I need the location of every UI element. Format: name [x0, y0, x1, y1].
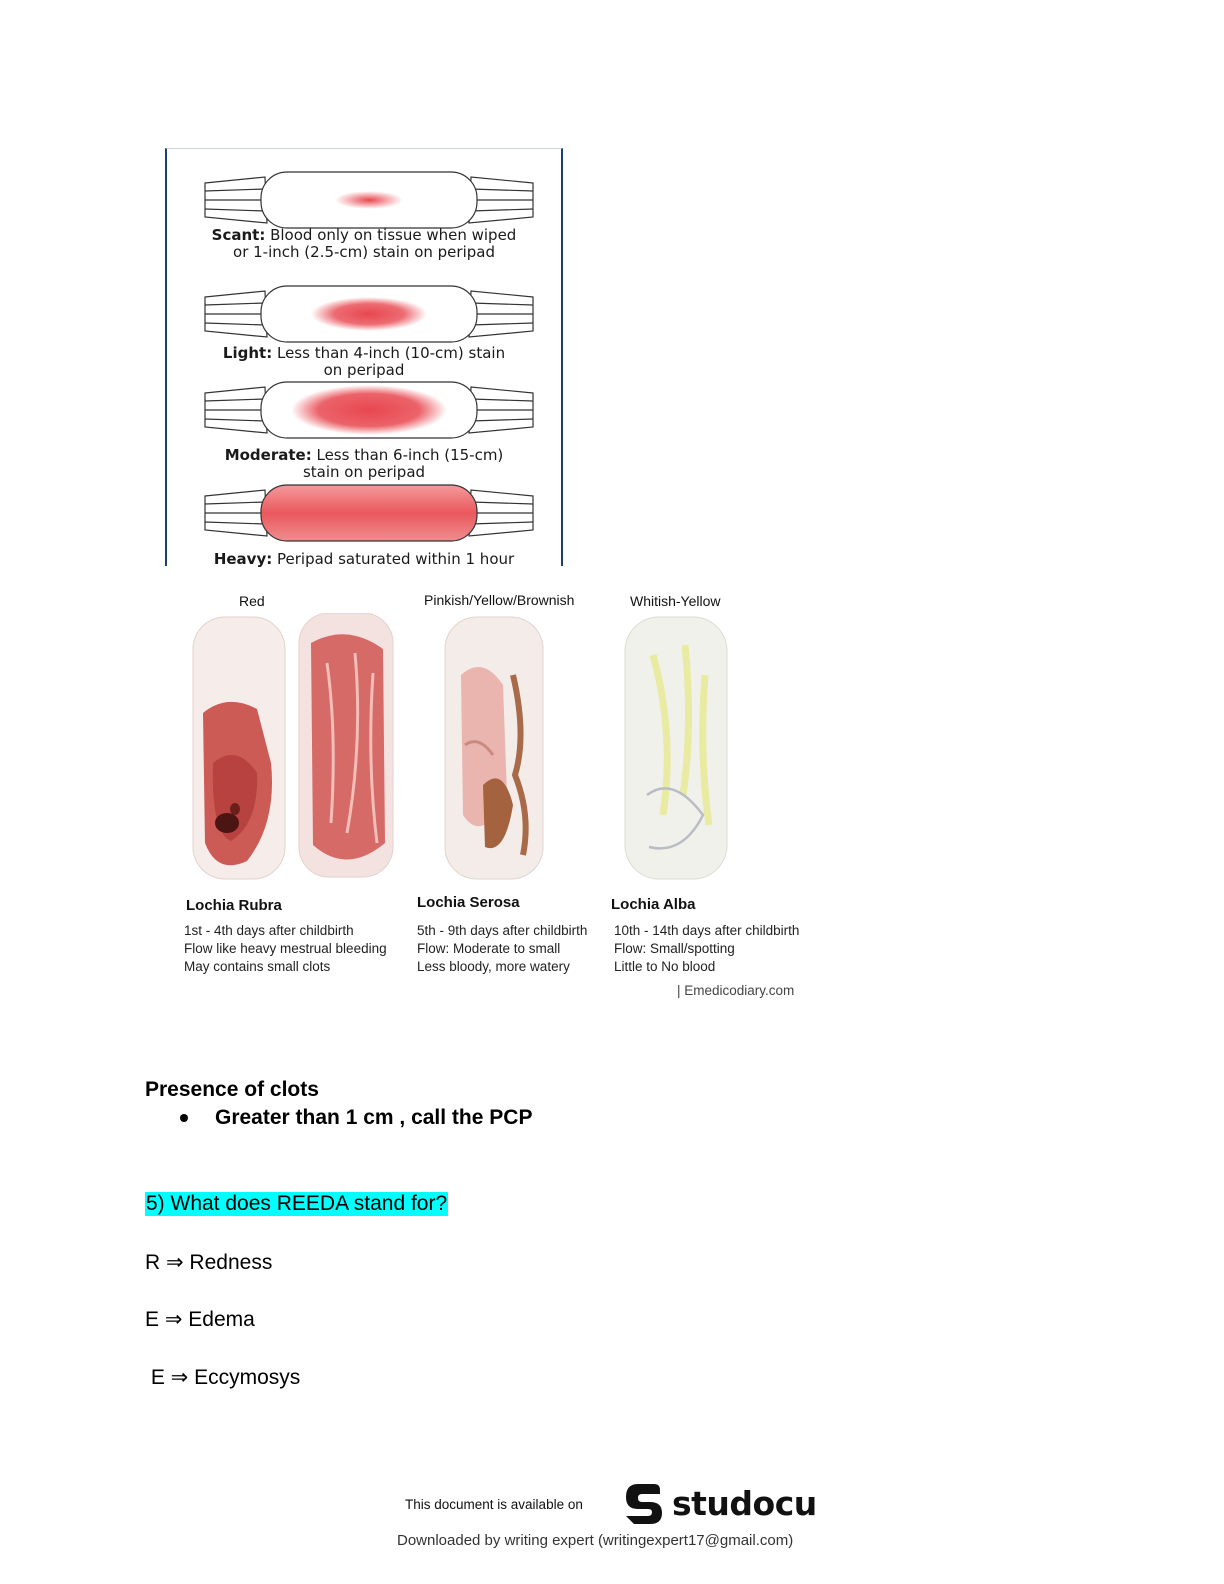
- peripad-moderate-caption: Moderate: Less than 6-inch (15-cm)stain …: [224, 446, 504, 481]
- reeda-edema: E ⇒ Edema: [145, 1308, 255, 1331]
- clots-bullet: Greater than 1 cm , call the PCP: [180, 1106, 532, 1130]
- reeda-ecchymosis: E ⇒ Eccymosys: [145, 1366, 301, 1389]
- alba-color-label: Whitish-Yellow: [630, 593, 721, 609]
- peripad-light-image: [204, 285, 534, 343]
- studocu-wordmark: studocu: [672, 1483, 817, 1523]
- lochia-rubra-name: Lochia Rubra: [186, 897, 282, 914]
- studocu-logo[interactable]: studocu: [620, 1480, 817, 1526]
- lochia-serosa-image: [444, 616, 544, 880]
- rubra-color-label: Red: [239, 593, 265, 609]
- peripad-moderate-image: [204, 381, 534, 439]
- reeda-redness: R ⇒ Redness: [145, 1251, 273, 1274]
- lochia-alba-description: 10th - 14th days after childbirth Flow: …: [614, 923, 800, 974]
- peripad-heavy-image: [204, 484, 534, 542]
- footer-downloaded-by: Downloaded by writing expert (writingexp…: [397, 1532, 794, 1549]
- lochia-serosa-description: 5th - 9th days after childbirth Flow: Mo…: [417, 923, 588, 974]
- peripad-heavy-caption: Heavy: Peripad saturated within 1 hour: [213, 550, 515, 568]
- lochia-stages-figure: Red Pinkish/Yellow/Brownish Whitish-Yell…: [175, 585, 825, 1005]
- lochia-serosa-name: Lochia Serosa: [417, 894, 520, 911]
- footer-available-text: This document is available on: [405, 1497, 583, 1512]
- lochia-alba-image: [624, 616, 728, 880]
- lochia-alba-name: Lochia Alba: [611, 896, 696, 913]
- clots-heading: Presence of clots: [145, 1078, 319, 1101]
- lochia-rubra-image: [192, 613, 394, 880]
- peripad-scant-image: [204, 171, 534, 229]
- source-credit: | Emedicodiary.com: [677, 983, 795, 998]
- serosa-color-label: Pinkish/Yellow/Brownish: [424, 592, 575, 608]
- bullet-icon: [180, 1114, 188, 1122]
- reeda-question: 5) What does REEDA stand for?: [145, 1192, 449, 1216]
- clots-bullet-text: Greater than 1 cm , call the PCP: [215, 1106, 533, 1129]
- studocu-logo-icon: [626, 1484, 662, 1524]
- lochia-rubra-description: 1st - 4th days after childbirth Flow lik…: [184, 923, 387, 974]
